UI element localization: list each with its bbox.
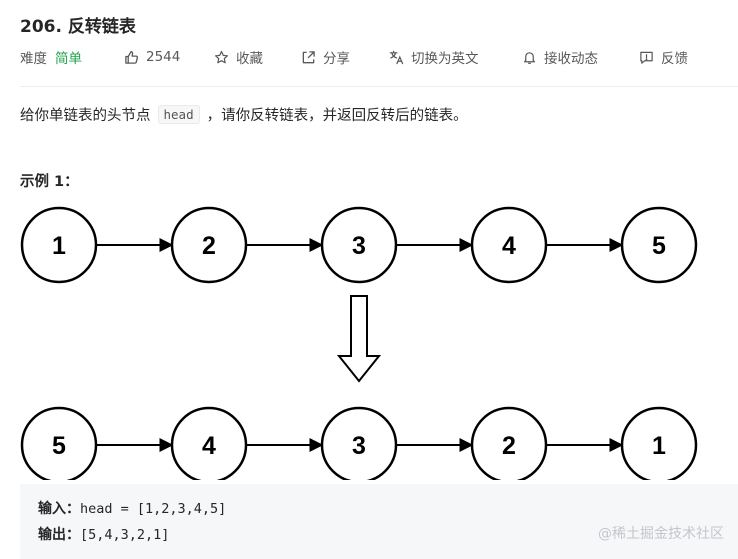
reversed-node-label-3: 3 [352,432,366,460]
switch-language-button[interactable]: 切换为英文 [389,47,479,67]
input-label: 输入： [38,501,80,517]
favorite-button[interactable]: 收藏 [214,47,263,67]
reversed-node-label-1: 5 [52,432,66,460]
star-icon [214,50,229,63]
original-node-label-2: 2 [202,232,216,260]
description-text-after: ，请你反转链表，并返回反转后的链表。 [206,108,468,124]
reversed-node-5 [620,406,698,480]
description-text-before: 给你单链表的头节点 [20,108,151,124]
original-node-label-1: 1 [52,232,66,260]
output-label: 输出： [38,527,80,543]
reversed-node-label-4: 2 [502,432,516,460]
difficulty-label: 难度 [20,51,47,67]
reversed-list: 5 4 3 2 1 [20,406,698,480]
thumbs-up-icon [125,50,139,64]
original-node-label-3: 3 [352,232,366,260]
problem-title: 206. 反转链表 [20,17,136,37]
example-title: 示例 1： [20,174,79,190]
reverse-down-arrow-icon [336,295,382,383]
difficulty: 难度 简单 [20,47,82,67]
example-input: 输入：head = [1,2,3,4,5] [38,498,226,518]
reversed-node-label-5: 1 [652,432,666,460]
like-button[interactable]: 2544 [124,49,180,65]
example-io-block: 输入：head = [1,2,3,4,5] 输出：[5,4,3,2,1] [20,484,738,559]
feedback-icon [640,51,653,64]
example-output: 输出：[5,4,3,2,1] [38,524,169,544]
switch-language-label: 切换为英文 [411,51,479,67]
translate-icon [389,50,404,64]
difficulty-value: 简单 [55,51,82,67]
notify-label: 接收动态 [544,51,598,67]
share-icon [302,50,315,63]
problem-meta-bar: 难度 简单 2544 收藏 分享 切换为英文 接收动态 [20,46,720,68]
input-value: head = [1,2,3,4,5] [80,501,227,517]
problem-description: 给你单链表的头节点 head ，请你反转链表，并返回反转后的链表。 [20,104,468,125]
header-divider [20,86,738,87]
bell-icon [524,51,535,64]
favorite-label: 收藏 [236,51,263,67]
watermark: @稀土掘金技术社区 [598,526,724,542]
reversed-node-label-2: 4 [202,432,216,460]
like-count: 2544 [146,49,181,65]
notify-button[interactable]: 接收动态 [522,47,598,67]
linked-list-diagram: 1 2 3 4 5 5 4 3 2 1 [20,206,698,480]
original-node-label-5: 5 [652,232,666,260]
original-list: 1 2 3 4 5 [20,206,698,284]
share-label: 分享 [323,51,350,67]
description-code-head: head [157,105,200,124]
output-value: [5,4,3,2,1] [80,527,170,543]
original-node-5 [620,206,698,284]
feedback-button[interactable]: 反馈 [639,47,688,67]
feedback-label: 反馈 [661,51,688,67]
share-button[interactable]: 分享 [301,47,350,67]
original-node-label-4: 4 [502,232,516,260]
